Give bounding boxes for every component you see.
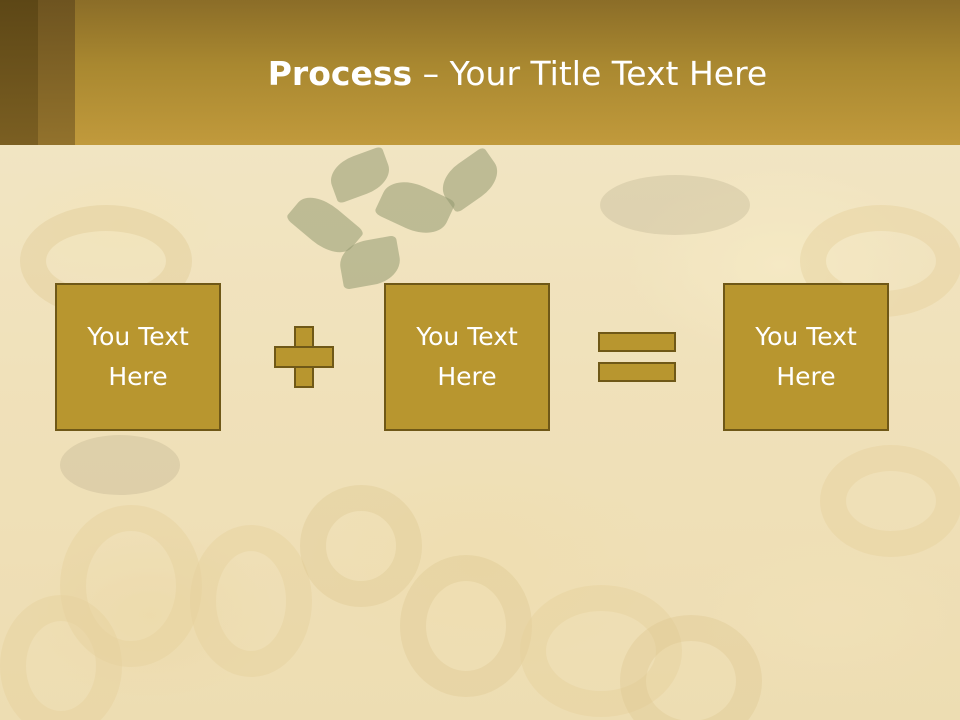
title-bar: Process – Your Title Text Here	[0, 0, 960, 145]
background-photo	[0, 145, 960, 720]
accent-stripe	[0, 0, 38, 145]
process-box-3: You Text Here	[723, 283, 889, 431]
mushroom-shape	[600, 175, 750, 235]
equals-icon	[598, 362, 676, 382]
plus-icon-fill	[296, 348, 312, 366]
process-box-label: You Text Here	[87, 322, 189, 391]
process-box-2: You Text Here	[384, 283, 550, 431]
mushroom-shape	[60, 435, 180, 495]
process-box-1: You Text Here	[55, 283, 221, 431]
title-text: Your Title Text Here	[449, 54, 768, 93]
title-bold: Process	[267, 54, 413, 93]
title-dash: –	[412, 54, 450, 93]
accent-stripe	[38, 0, 75, 145]
slide-title: Process – Your Title Text Here	[75, 52, 960, 96]
process-box-label: You Text Here	[755, 322, 857, 391]
process-box-label: You Text Here	[416, 322, 518, 391]
photo-veil	[0, 145, 960, 720]
equals-icon-top	[598, 332, 676, 352]
